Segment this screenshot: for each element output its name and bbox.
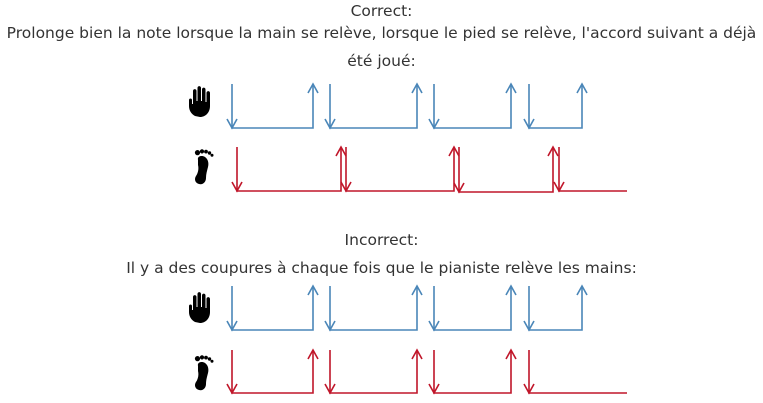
incorrect-hand-unit-3-down-arrow [428, 320, 440, 332]
incorrect-hand-unit-3-line [433, 286, 512, 331]
correct-hand-unit-4-down-arrow [523, 118, 535, 130]
incorrect-hand-unit-2-up-arrow [411, 284, 423, 296]
correct-description-line-1: Prolonge bien la note lorsque la main se… [6, 24, 757, 42]
incorrect-hand-unit-2-down-arrow [324, 320, 336, 332]
correct-hand-unit-2-line [329, 84, 418, 129]
incorrect-hand-unit-4-down-arrow [523, 320, 535, 332]
correct-description-line-2: été joué: [347, 52, 416, 70]
incorrect-foot-unit-3-up-arrow [505, 348, 517, 360]
correct-hand-unit-1-down-arrow [226, 118, 238, 130]
correct-foot-up-arrow-3 [547, 145, 559, 157]
correct-foot-line-4 [558, 147, 627, 192]
correct-hand-unit-4-line [528, 84, 583, 129]
correct-foot-down-arrow-4 [553, 181, 565, 193]
incorrect-hand-unit-4-up-arrow [576, 284, 588, 296]
correct-diagram [189, 82, 627, 194]
correct-foot-down-arrow-2 [340, 181, 352, 193]
incorrect-foot-unit-1-up-arrow [307, 348, 319, 360]
incorrect-foot-unit-3-down-arrow [428, 383, 440, 395]
correct-foot-line-3 [458, 147, 554, 193]
incorrect-foot-unit-2-up-arrow [411, 348, 423, 360]
incorrect-foot-unit-3-line [433, 350, 512, 394]
correct-foot-line-1 [236, 147, 342, 192]
correct-hand-unit-2-up-arrow [411, 82, 423, 94]
hand-icon [189, 292, 210, 323]
incorrect-foot-unit-1-line [231, 350, 314, 394]
correct-foot-line-2 [345, 147, 455, 192]
correct-hand-unit-3-line [433, 84, 512, 129]
correct-foot-down-arrow-3 [453, 182, 465, 194]
correct-hand-unit-2-down-arrow [324, 118, 336, 130]
correct-hand-unit-3-down-arrow [428, 118, 440, 130]
incorrect-hand-unit-1-up-arrow [307, 284, 319, 296]
incorrect-foot-unit-1-down-arrow [226, 383, 238, 395]
correct-foot-down-arrow-1 [231, 181, 243, 193]
correct-hand-unit-4-up-arrow [576, 82, 588, 94]
incorrect-title: Incorrect: [344, 231, 419, 249]
correct-hand-unit-1-line [231, 84, 314, 129]
correct-hand-unit-1-up-arrow [307, 82, 319, 94]
incorrect-foot-unit-4-down-arrow [523, 383, 535, 395]
correct-hand-unit-3-up-arrow [505, 82, 517, 94]
correct-foot-up-arrow-2 [448, 145, 460, 157]
incorrect-hand-unit-4-line [528, 286, 583, 331]
incorrect-hand-unit-3-up-arrow [505, 284, 517, 296]
incorrect-description: Il y a des coupures à chaque fois que le… [126, 259, 637, 277]
incorrect-foot-unit-4-line [528, 350, 627, 394]
foot-icon [194, 355, 214, 391]
correct-title: Correct: [350, 2, 413, 20]
foot-icon [194, 149, 214, 185]
incorrect-diagram [189, 284, 627, 395]
hand-icon [189, 86, 210, 117]
incorrect-foot-unit-2-down-arrow [324, 383, 336, 395]
incorrect-hand-unit-2-line [329, 286, 418, 331]
incorrect-foot-unit-2-line [329, 350, 418, 394]
incorrect-hand-unit-1-down-arrow [226, 320, 238, 332]
correct-foot-up-arrow-1 [335, 145, 347, 157]
incorrect-hand-unit-1-line [231, 286, 314, 331]
